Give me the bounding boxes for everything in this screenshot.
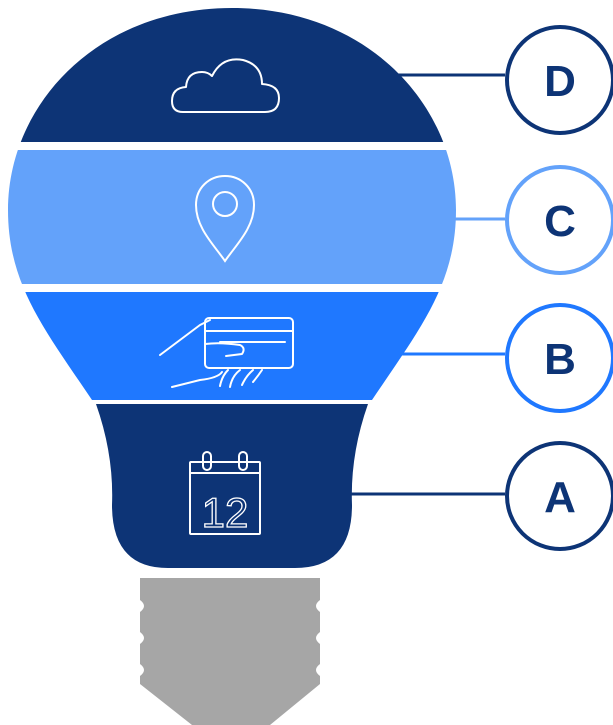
label-a-text: A [544,473,576,522]
label-a: A [505,441,613,551]
layer-a-band [96,404,368,568]
cloud-icon [171,58,280,113]
hand-card-icon [159,317,294,388]
label-b: B [505,303,613,413]
label-d: D [505,25,613,135]
layer-d-band [8,8,456,142]
screw-base [140,578,320,725]
layer-b-band [8,292,456,400]
label-d-text: D [544,57,576,106]
calendar-icon [189,451,261,535]
label-c: C [505,165,613,275]
label-b-text: B [544,335,576,384]
layer-c-band [8,150,456,284]
map-pin-icon [194,174,256,263]
label-c-text: C [544,197,576,246]
calendar-day-text: 12 [202,489,249,536]
